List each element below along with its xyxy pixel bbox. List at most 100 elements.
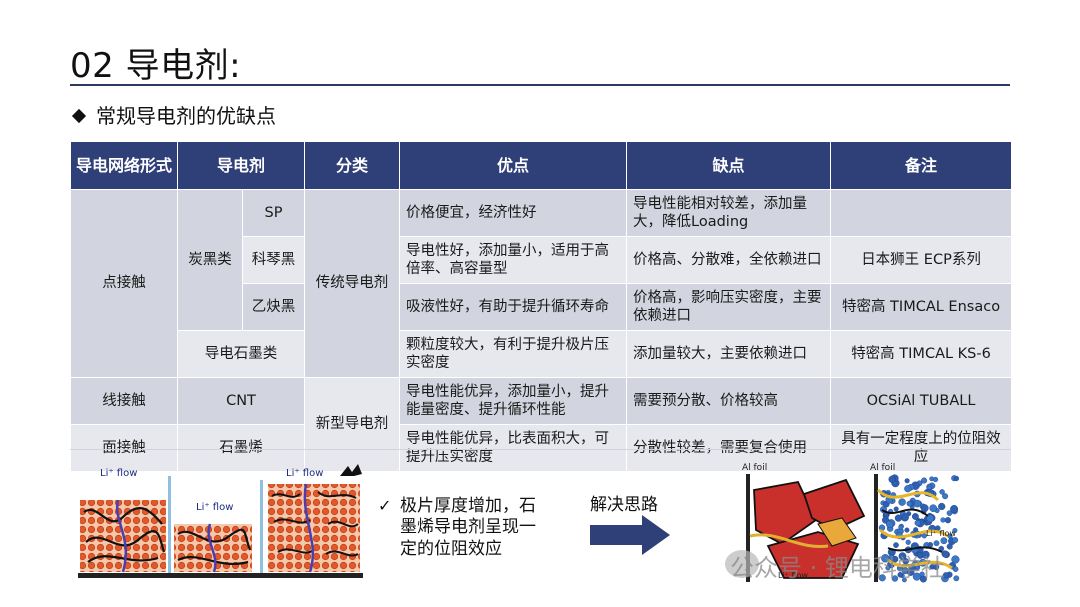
pros-cell: 颗粒度较大，有利于提升极片压实密度 [399, 330, 628, 378]
particle [927, 542, 934, 548]
watermark-text: 公众号 · 锂电科学社 [730, 554, 945, 582]
table-row: 乙炔黑 吸液性好，有助于提升循环寿命 价格高，影响压实密度，主要依赖进口 特密高… [71, 283, 1013, 331]
particle [952, 537, 959, 544]
right-arrow-icon [590, 515, 670, 555]
diamond-bullet-icon [71, 108, 87, 124]
al-foil-label-2: Al foil [870, 463, 895, 473]
pros-cell: 导电性好，添加量小，适用于高倍率、高容量型 [399, 236, 628, 284]
particle [933, 540, 940, 547]
particle [900, 513, 909, 522]
particle [951, 555, 960, 564]
particle [926, 514, 935, 523]
cons-cell: 分散性较差，需要复合使用 [626, 424, 832, 472]
table-row: 线接触 CNT 新型导电剂 导电性能优异，添加量小，提升能量密度、提升循环性能 … [70, 377, 1013, 472]
particle [933, 563, 940, 570]
note-cell: OCSiAl TUBALL [830, 377, 1013, 425]
agent-cell: 导电石墨类 [176, 330, 306, 378]
particle [898, 524, 904, 530]
particle [929, 504, 937, 513]
particle [953, 575, 960, 582]
col-header-category: 分类 [304, 141, 401, 190]
network-point-contact: 点接触 [70, 189, 178, 378]
table-row: 导电石墨类 颗粒度较大，有利于提升极片压实密度 添加量较大，主要依赖进口 特密高… [71, 330, 1013, 378]
group-carbon-black: 炭黑类 [177, 189, 243, 331]
particle [904, 478, 910, 484]
particle [901, 577, 907, 583]
particle [932, 476, 939, 483]
particle [920, 504, 929, 512]
particle [953, 475, 960, 482]
network-surface-contact: 面接触 [70, 424, 178, 472]
electrode-thickness-figure: Li⁺ flow Li⁺ flow Li⁺ flow [78, 464, 363, 578]
particle [898, 552, 907, 561]
note-cell [830, 189, 1013, 237]
pros-cell: 导电性能优异，比表面积大，可提升压实密度 [399, 424, 628, 472]
agent-cell: CNT [176, 377, 306, 425]
particle [952, 566, 959, 572]
cons-cell: 添加量较大，主要依赖进口 [626, 330, 832, 378]
title-divider [70, 84, 1010, 86]
pros-cell: 吸液性好，有助于提升循环寿命 [399, 283, 628, 331]
pros-cell: 导电性能优异，添加量小，提升能量密度、提升循环性能 [399, 377, 628, 425]
table-row: 面接触 石墨烯 导电性能优异，比表面积大，可提升压实密度 分散性较差，需要复合使… [70, 424, 1013, 472]
particle [898, 498, 906, 506]
particle [911, 513, 919, 520]
particle [897, 572, 904, 578]
cons-cell: 价格高、分散难，全依赖进口 [626, 236, 832, 284]
particle [921, 477, 928, 484]
particle [913, 499, 922, 508]
particle [893, 542, 899, 548]
col-header-agent: 导电剂 [176, 141, 306, 190]
particle [921, 533, 927, 539]
agent-cell: 科琴黑 [241, 236, 306, 284]
col-header-cons: 缺点 [626, 141, 832, 190]
particle [941, 550, 950, 558]
particle [946, 543, 953, 550]
al-foil-label-1: Al foil [742, 463, 767, 473]
check-icon: ✓ [378, 496, 392, 515]
cons-cell: 价格高，影响压实密度，主要依赖进口 [626, 283, 832, 331]
electrode-panel-3 [268, 484, 360, 572]
note-cell: 特密高 TIMCAL KS-6 [830, 330, 1013, 378]
li-flow-label-5: Li⁺ flow [926, 529, 956, 538]
particle [919, 571, 925, 577]
al-foil-figure: Al foil Al foil Li⁺ flow Li⁺ flow [742, 463, 960, 583]
particle [891, 555, 899, 563]
particle [893, 506, 899, 512]
corner-logo-mark [340, 464, 362, 476]
particle [921, 550, 930, 559]
particle [946, 510, 953, 516]
particle [952, 527, 958, 533]
conductive-agent-table: 导电网络形式 导电剂 分类 优点 缺点 备注 点接触 炭黑类 SP 传统导电剂 … [70, 141, 1013, 472]
note-cell: 具有一定程度上的位阻效应 [830, 424, 1013, 472]
col-header-network: 导电网络形式 [70, 141, 178, 190]
particle [878, 574, 886, 582]
particle [942, 493, 949, 500]
col-header-pros: 优点 [399, 141, 628, 190]
cons-cell: 需要预分散、价格较高 [626, 377, 832, 425]
category-new-type: 新型导电剂 [304, 377, 401, 472]
li-flow-label-4: Li⁺ flow [778, 571, 808, 580]
particle [912, 572, 921, 581]
col-header-notes: 备注 [830, 141, 1013, 190]
particle [942, 572, 950, 579]
note-cell: 特密高 TIMCAL Ensaco [830, 283, 1013, 331]
particle [939, 489, 945, 495]
table-row: 科琴黑 导电性好，添加量小，适用于高倍率、高容量型 价格高、分散难，全依赖进口 … [71, 236, 1013, 284]
particle [940, 517, 946, 523]
particle [906, 500, 913, 507]
particle [891, 575, 899, 582]
particle [938, 502, 946, 511]
section-subtitle: 常规导电剂的优缺点 [71, 100, 276, 129]
particle [940, 537, 948, 545]
particle [905, 539, 911, 545]
table-bottom-rule [70, 449, 1011, 450]
particle [950, 505, 959, 514]
particle [914, 519, 921, 527]
particle [888, 475, 896, 483]
graphene-platelets [749, 478, 866, 579]
particle [881, 554, 890, 563]
note-cell: 日本狮王 ECP系列 [830, 236, 1013, 284]
particle [904, 527, 910, 533]
li-flow-label-3: Li⁺ flow [286, 468, 323, 479]
